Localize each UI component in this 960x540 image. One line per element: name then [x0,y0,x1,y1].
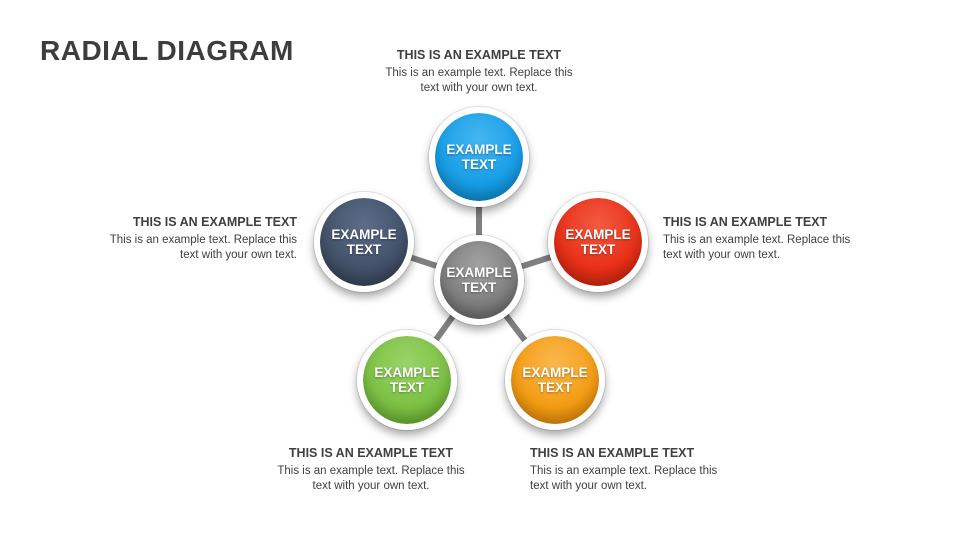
callout-heading: THIS IS AN EXAMPLE TEXT [132,215,297,229]
callout-bottom-right: THIS IS AN EXAMPLE TEXT This is an examp… [530,446,730,494]
node-circle-right: EXAMPLE TEXT [548,192,648,292]
callout-body: This is an example text. Replace this te… [277,464,465,492]
callout-heading: THIS IS AN EXAMPLE TEXT [530,446,695,460]
callout-body: This is an example text. Replace this te… [385,66,573,94]
callout-body: This is an example text. Replace this te… [530,464,718,492]
node-label: EXAMPLE TEXT [522,364,588,395]
callout-heading: THIS IS AN EXAMPLE TEXT [396,48,562,62]
callout-left: THIS IS AN EXAMPLE TEXT This is an examp… [97,215,297,263]
node-circle-top: EXAMPLE TEXT [429,107,529,207]
node-label: EXAMPLE TEXT [374,364,440,395]
node-circle-center: EXAMPLE TEXT [434,235,524,325]
callout-top: THIS IS AN EXAMPLE TEXT This is an examp… [349,48,609,96]
callout-right: THIS IS AN EXAMPLE TEXT This is an examp… [663,215,863,263]
callout-heading: THIS IS AN EXAMPLE TEXT [288,446,454,460]
callout-body: This is an example text. Replace this te… [663,233,851,261]
page-title: RADIAL DIAGRAM [40,34,294,66]
node-label: EXAMPLE TEXT [446,264,512,295]
callout-heading: THIS IS AN EXAMPLE TEXT [663,215,828,229]
node-circle-bottom-right: EXAMPLE TEXT [505,330,605,430]
callout-body: This is an example text. Replace this te… [109,233,297,261]
node-label: EXAMPLE TEXT [446,141,512,172]
callout-bottom-left: THIS IS AN EXAMPLE TEXT This is an examp… [271,446,471,494]
node-label: EXAMPLE TEXT [331,226,397,257]
node-label: EXAMPLE TEXT [565,226,631,257]
node-circle-bottom-left: EXAMPLE TEXT [357,330,457,430]
node-circle-left: EXAMPLE TEXT [314,192,414,292]
